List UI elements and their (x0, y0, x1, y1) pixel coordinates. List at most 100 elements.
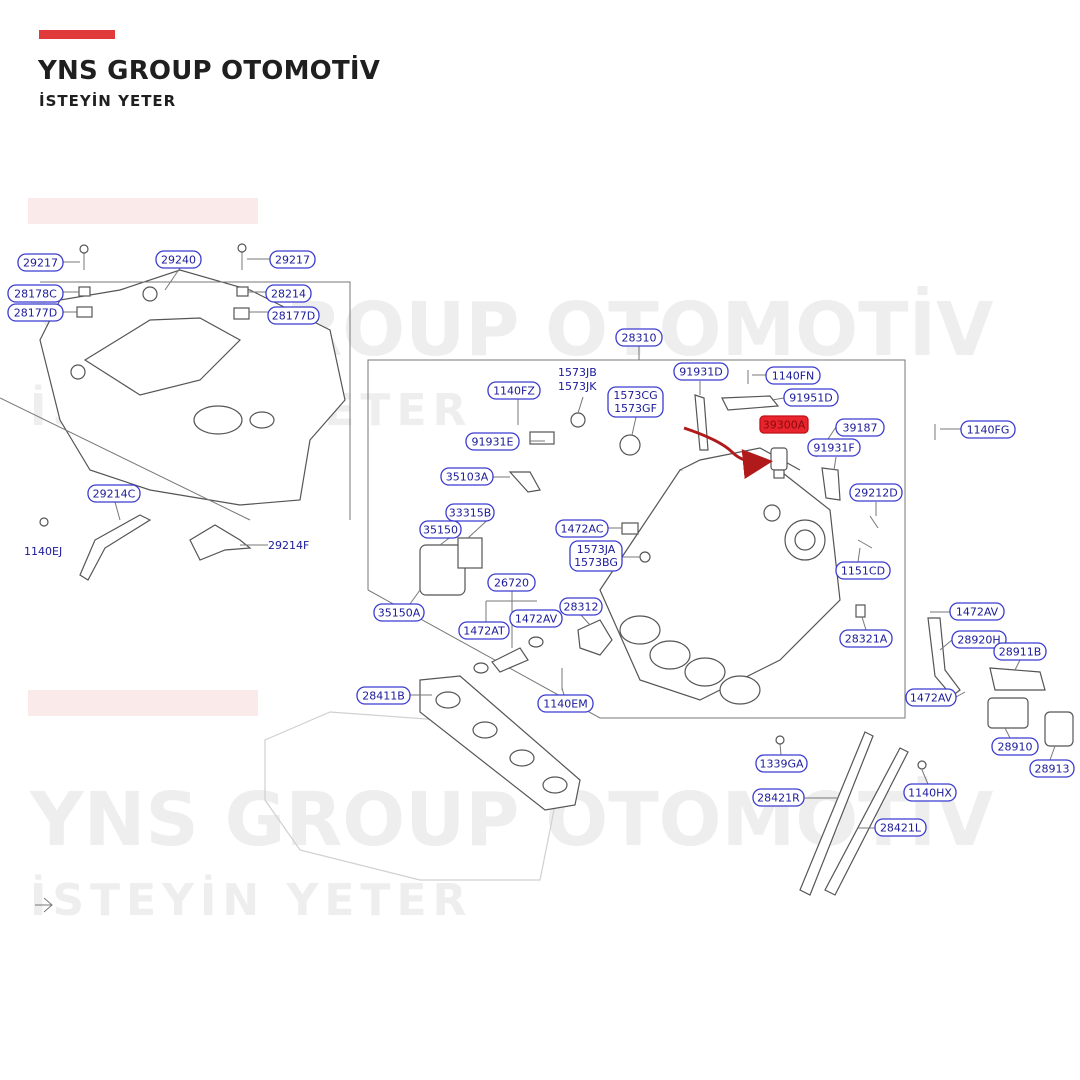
svg-text:28920H: 28920H (957, 634, 1000, 647)
svg-text:1140EM: 1140EM (543, 698, 587, 711)
hose-28920h (927, 617, 961, 697)
label-1140ej[interactable]: 1140EJ (24, 545, 62, 558)
watermark-bar-top (28, 198, 258, 224)
bushing-28177d-left (76, 306, 93, 318)
callout-91931f[interactable]: 91931F (807, 438, 861, 457)
plug-1573jb (570, 412, 586, 428)
svg-text:39187: 39187 (843, 422, 878, 435)
svg-text:28411B: 28411B (362, 690, 405, 703)
svg-text:91931E: 91931E (472, 436, 514, 449)
gasket-33315b (457, 537, 483, 569)
clamp-1472av-upper (528, 636, 544, 648)
svg-text:1140FN: 1140FN (772, 370, 815, 383)
callout-1151cd[interactable]: 1151CD (835, 561, 891, 580)
callout-28312[interactable]: 28312 (559, 597, 603, 616)
svg-text:35150A: 35150A (378, 607, 421, 620)
bushing-28214 (236, 286, 249, 297)
callout-29217-left[interactable]: 29217 (17, 253, 64, 272)
callout-91931e[interactable]: 91931E (465, 432, 520, 451)
label-1573jb[interactable]: 1573JB (558, 366, 597, 379)
callout-91931d[interactable]: 91931D (673, 362, 729, 381)
callout-1472at[interactable]: 1472AT (458, 621, 510, 640)
callout-1140hx[interactable]: 1140HX (903, 783, 957, 802)
callout-28177d-right[interactable]: 28177D (267, 306, 320, 325)
callout-28178c[interactable]: 28178C (7, 284, 64, 303)
svg-text:1151CD: 1151CD (841, 565, 885, 578)
svg-text:1140FZ: 1140FZ (493, 385, 535, 398)
bracket-91931f (821, 467, 841, 501)
callout-labels: 29217 28178C 28177D 29240 29217 28214 28… (7, 250, 1075, 837)
svg-text:28312: 28312 (564, 601, 599, 614)
callout-29212d[interactable]: 29212D (849, 483, 903, 502)
plug-28321a (855, 604, 866, 618)
svg-text:28177D: 28177D (14, 307, 57, 320)
callout-1140fg[interactable]: 1140FG (960, 420, 1016, 439)
svg-text:28910: 28910 (998, 741, 1033, 754)
callout-28421r[interactable]: 28421R (752, 788, 805, 807)
callout-28411b[interactable]: 28411B (356, 686, 411, 705)
svg-text:91931F: 91931F (813, 442, 854, 455)
callout-28910[interactable]: 28910 (991, 737, 1039, 756)
svg-text:29217: 29217 (23, 257, 58, 270)
svg-text:35150: 35150 (423, 524, 458, 537)
callout-29240[interactable]: 29240 (155, 250, 202, 269)
callout-39300a[interactable]: 39300A (759, 415, 809, 434)
bracket-29214f (189, 524, 252, 561)
callout-39187[interactable]: 39187 (835, 418, 885, 437)
brand-accent-bar (39, 30, 115, 39)
callout-28177d-left[interactable]: 28177D (7, 303, 64, 322)
callout-28421l[interactable]: 28421L (874, 818, 927, 837)
svg-text:28310: 28310 (622, 332, 657, 345)
callout-91951d[interactable]: 91951D (783, 388, 839, 407)
intake-manifold (599, 447, 841, 705)
bracket-28911b (989, 667, 1046, 691)
callout-1472av-right[interactable]: 1472AV (949, 602, 1005, 621)
callout-28913[interactable]: 28913 (1029, 759, 1075, 778)
brand-tagline: İSTEYİN YETER (39, 92, 177, 110)
plug-1573ja (639, 551, 651, 563)
gasket-91951d (721, 395, 780, 411)
callout-1472ac[interactable]: 1472AC (555, 519, 609, 538)
svg-text:1472AT: 1472AT (463, 625, 505, 638)
callout-28920h[interactable]: 28920H (951, 630, 1007, 649)
callout-29214c[interactable]: 29214C (87, 484, 141, 503)
svg-text:29212D: 29212D (854, 487, 897, 500)
callout-26720[interactable]: 26720 (487, 573, 536, 592)
callout-35150a[interactable]: 35150A (373, 603, 425, 622)
callout-35103a[interactable]: 35103A (440, 467, 494, 486)
svg-text:39300A: 39300A (763, 419, 806, 432)
gasket-port-2 (472, 721, 498, 739)
svg-text:26720: 26720 (494, 577, 529, 590)
callout-28214[interactable]: 28214 (265, 284, 312, 303)
svg-text:1472AV: 1472AV (956, 606, 999, 619)
callout-1140fz[interactable]: 1140FZ (487, 381, 541, 400)
callout-28911b[interactable]: 28911B (993, 642, 1047, 661)
callout-33315b[interactable]: 33315B (445, 503, 495, 522)
svg-text:91931D: 91931D (679, 366, 722, 379)
svg-text:1573JA: 1573JA (577, 543, 616, 556)
svg-text:29240: 29240 (161, 254, 196, 267)
callout-1339ga[interactable]: 1339GA (755, 754, 808, 773)
callout-28321a[interactable]: 28321A (839, 629, 893, 648)
callout-28310[interactable]: 28310 (615, 328, 663, 347)
stay-28421l (824, 747, 909, 896)
svg-text:28321A: 28321A (845, 633, 888, 646)
callout-29217-right[interactable]: 29217 (269, 250, 316, 269)
svg-text:1140FG: 1140FG (967, 424, 1010, 437)
callout-1472av-lower[interactable]: 1472AV (905, 688, 957, 707)
cover-fastener-left (79, 244, 89, 270)
svg-text:28177D: 28177D (272, 310, 315, 323)
callout-1140em[interactable]: 1140EM (537, 694, 594, 713)
svg-text:29214C: 29214C (93, 488, 136, 501)
svg-text:29217: 29217 (275, 254, 310, 267)
svg-text:33315B: 33315B (449, 507, 492, 520)
callout-1140fn[interactable]: 1140FN (765, 366, 821, 385)
label-1573jk[interactable]: 1573JK (558, 380, 597, 393)
callout-1472av-center[interactable]: 1472AV (509, 609, 563, 628)
label-29214f[interactable]: 29214F (268, 539, 309, 552)
bolt-1140hx (917, 760, 927, 770)
callout-35150[interactable]: 35150 (419, 520, 462, 539)
